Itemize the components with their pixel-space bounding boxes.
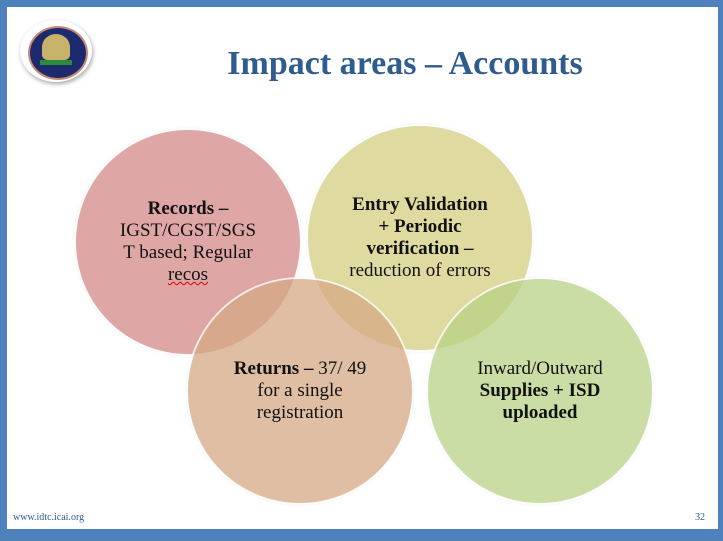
icai-logo [20, 20, 92, 82]
circle-inward-outward: Inward/Outward Supplies + ISD uploaded [428, 279, 652, 503]
footer-url: www.idtc.icai.org [13, 512, 85, 523]
records-text-1: IGST/CGST/SGS [119, 220, 257, 241]
entry-heading: Entry Validation + Periodic verification… [352, 194, 488, 259]
inward-heading: Supplies + ISD uploaded [479, 380, 601, 423]
circle-returns: Returns – 37/ 49 for a single registrati… [188, 279, 412, 503]
inward-text: Inward/Outward [477, 358, 603, 379]
page-number: 32 [695, 512, 705, 523]
records-heading: Records – [147, 198, 229, 219]
returns-text: 37/ 49 for a single registration [256, 358, 367, 423]
returns-heading: Returns – [233, 358, 314, 379]
slide-title: Impact areas – Accounts [227, 45, 583, 82]
entry-text: reduction of errors [349, 260, 491, 281]
records-text-2: T based; Regular [123, 242, 253, 263]
records-text-3: recos [167, 264, 209, 285]
